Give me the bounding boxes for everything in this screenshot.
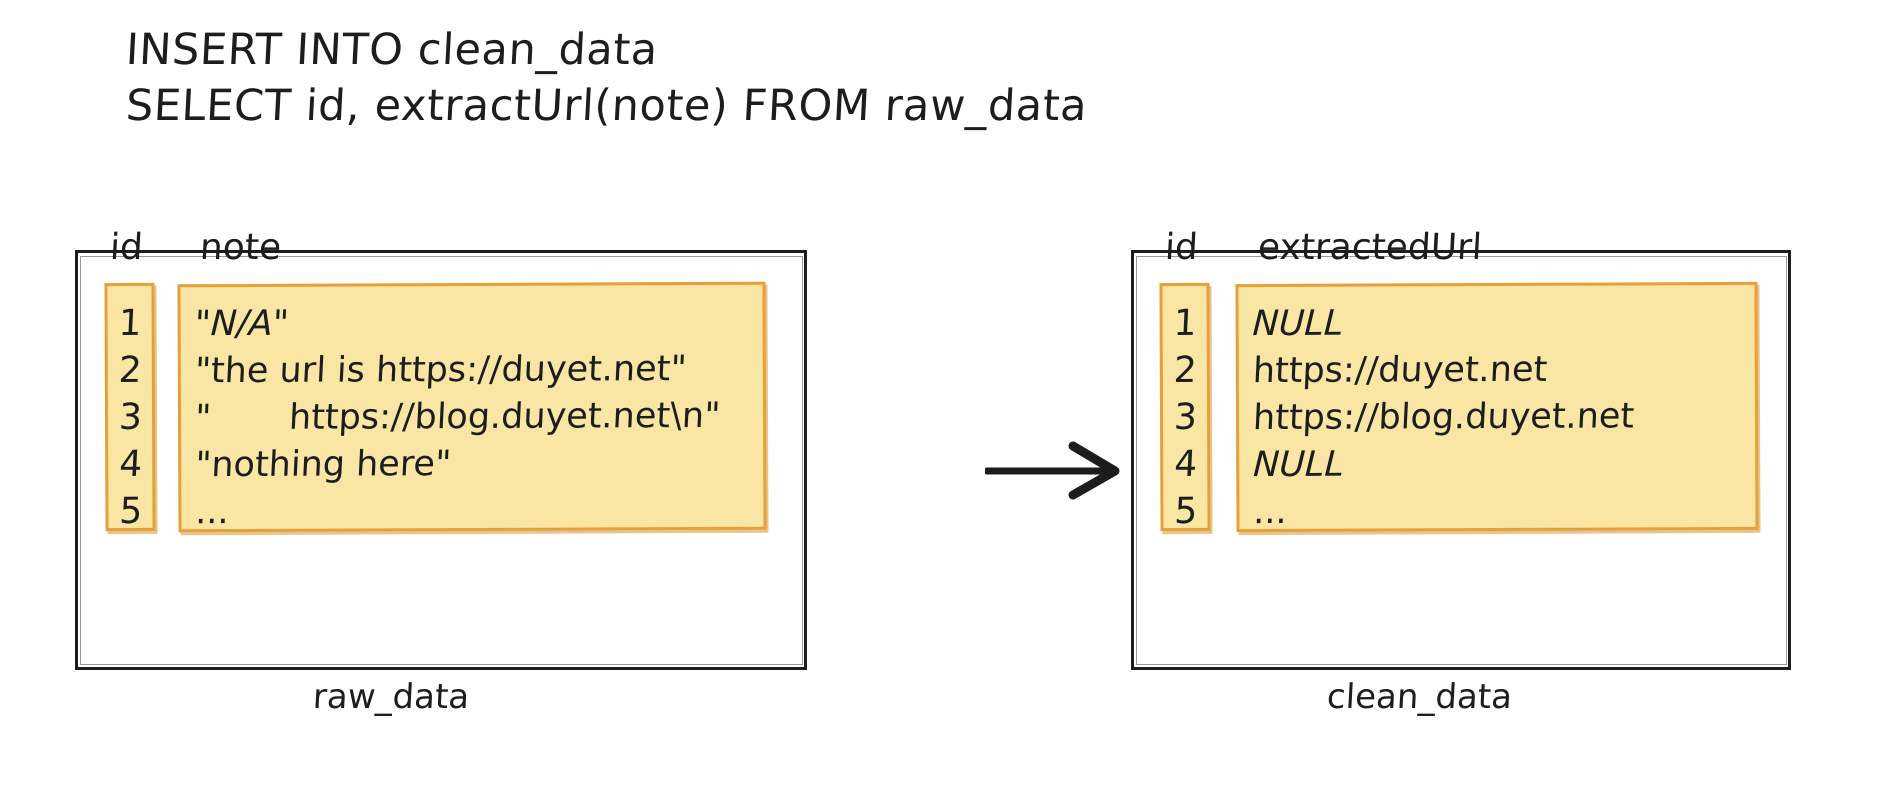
source-note-column-cells: "N/A" "the url is https://duyet.net" " h… [177, 281, 767, 533]
source-note-cell: "N/A" [193, 303, 290, 345]
target-id-cell: 1 [1172, 302, 1198, 345]
source-id-cell: 3 [117, 396, 143, 439]
target-extractedurl-cell: NULL [1251, 303, 1345, 345]
target-extractedurl-cell: https://blog.duyet.net [1252, 396, 1636, 439]
target-table-label: clean_data [1325, 677, 1514, 717]
source-column-header-id: id [108, 227, 144, 268]
target-column-header-id: id [1163, 227, 1199, 268]
target-extractedurl-column-cells: NULL https://duyet.net https://blog.duye… [1235, 281, 1759, 533]
target-extractedurl-cell: https://duyet.net [1251, 349, 1549, 392]
target-id-cell: 2 [1172, 349, 1198, 392]
sql-query-line-2: SELECT id, extractUrl(note) FROM raw_dat… [124, 81, 1089, 131]
target-column-header-extractedurl: extractedUrl [1256, 227, 1483, 268]
sql-query-block: INSERT INTO clean_data SELECT id, extrac… [124, 22, 1426, 134]
target-extractedurl-cell: ... [1252, 491, 1288, 533]
source-note-cell: " https://blog.duyet.net\n" [194, 395, 722, 439]
source-id-cell: 4 [117, 443, 143, 486]
source-column-header-note: note [198, 227, 283, 268]
target-id-cell: 3 [1172, 396, 1198, 439]
source-id-column-cells: 1 2 3 4 5 [104, 282, 156, 532]
source-id-cell: 1 [117, 302, 143, 345]
target-id-cell: 4 [1172, 443, 1198, 486]
source-note-cell: "nothing here" [194, 444, 453, 486]
source-id-cell: 5 [118, 490, 143, 533]
target-id-cell: 5 [1173, 490, 1198, 533]
source-id-cell: 2 [117, 349, 143, 392]
source-note-cell: "the url is https://duyet.net" [193, 349, 688, 392]
target-id-column-cells: 1 2 3 4 5 [1159, 282, 1211, 532]
source-table-label: raw_data [311, 677, 471, 717]
right-arrow-icon [985, 441, 1120, 500]
target-extractedurl-cell: NULL [1252, 444, 1346, 486]
source-note-cell: ... [194, 492, 230, 533]
sql-query-line-1: INSERT INTO clean_data [124, 25, 660, 75]
